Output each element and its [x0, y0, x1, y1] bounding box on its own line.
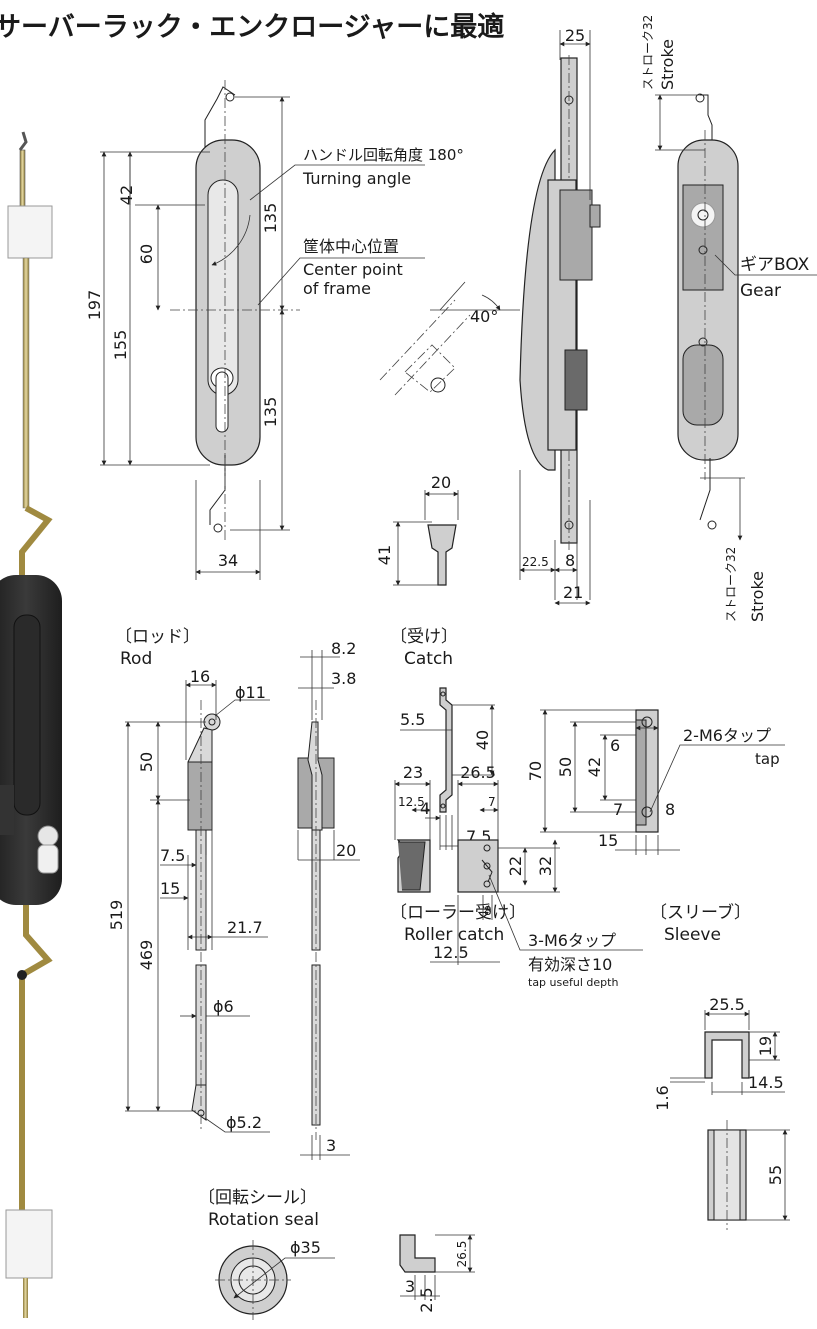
- gear-box-en: Gear: [740, 281, 781, 301]
- rod-label-en: Rod: [120, 649, 152, 669]
- roller-dim-12-5a: 12.5: [398, 795, 425, 809]
- rod-dim-519: 519: [107, 900, 126, 931]
- catch-label-en: Catch: [404, 649, 453, 669]
- rod-dim-3: 3: [326, 1136, 336, 1155]
- catch-dim-15: 15: [598, 831, 618, 850]
- front-dim-34: 34: [218, 551, 238, 570]
- rod-dim-16: 16: [190, 667, 210, 686]
- rod-dim-15: 15: [160, 879, 180, 898]
- seal-dim-phi35: ϕ35: [290, 1238, 321, 1257]
- key-dim-41: 41: [375, 545, 394, 565]
- catch-dim-50: 50: [556, 757, 575, 777]
- catch-drawing: [400, 687, 785, 855]
- turning-angle-jp: ハンドル回転角度 180°: [303, 146, 464, 164]
- sleeve-dim-25-5: 25.5: [709, 995, 745, 1014]
- side-angle-40: 40°: [470, 307, 498, 326]
- seal-label-en: Rotation seal: [208, 1210, 319, 1230]
- sleeve-dim-55: 55: [766, 1165, 785, 1185]
- catch-dim-8: 8: [665, 800, 675, 819]
- catch-tap-jp: 2-M6タップ: [683, 726, 771, 745]
- rod-dim-21-7: 21.7: [227, 918, 263, 937]
- rod-dim-7-5: 7.5: [160, 846, 185, 865]
- center-point-en1: Center point: [303, 260, 403, 279]
- roller-dim-8: 8: [484, 904, 492, 918]
- side-dim-8: 8: [565, 551, 575, 570]
- center-point-jp: 筐体中心位置: [303, 237, 399, 256]
- seal-dim-26-5: 26.5: [455, 1241, 469, 1268]
- front-dim-42: 42: [117, 185, 136, 205]
- sleeve-dim-1-6: 1.6: [653, 1085, 672, 1110]
- front-dim-135a: 135: [261, 203, 280, 234]
- rod-dim-469: 469: [137, 940, 156, 971]
- key-dim-20: 20: [431, 473, 451, 492]
- seal-label-jp: 〔回転シール〕: [198, 1188, 317, 1208]
- center-point-en2: of frame: [303, 279, 371, 298]
- rod-dim-8-2: 8.2: [331, 639, 356, 658]
- product-photo: [0, 131, 62, 1318]
- front-dim-60: 60: [137, 244, 156, 264]
- catch-label-jp: 〔受け〕: [390, 627, 458, 647]
- seal-dim-2-5: 2.5: [417, 1287, 436, 1312]
- roller-tap-jp2: 有効深さ10: [528, 955, 612, 974]
- side-dim-21: 21: [563, 583, 583, 602]
- roller-dim-12-5b: 12.5: [433, 943, 469, 962]
- rod-dim-20: 20: [336, 841, 356, 860]
- roller-dim-23: 23: [403, 763, 423, 782]
- rod-drawing: [125, 650, 360, 1160]
- front-dim-197: 197: [85, 290, 104, 321]
- sleeve-dim-14-5: 14.5: [748, 1073, 784, 1092]
- rotation-seal-drawing: [215, 1234, 475, 1320]
- catch-dim-5-5: 5.5: [400, 710, 425, 729]
- roller-tap-en: tap useful depth: [528, 976, 618, 989]
- rod-dim-phi11: ϕ11: [235, 683, 266, 702]
- front-dim-155: 155: [111, 330, 130, 361]
- side-dim-22-5: 22.5: [522, 555, 549, 569]
- gear-box-jp: ギアBOX: [740, 255, 810, 275]
- side-handle-body: [519, 148, 556, 471]
- front-view: [100, 80, 425, 580]
- catch-tap-en: tap: [755, 750, 780, 768]
- front-dim-135b: 135: [261, 397, 280, 428]
- key-drawing: [393, 490, 459, 586]
- roller-catch-drawing: [394, 780, 643, 965]
- catch-dim-6: 6: [610, 736, 620, 755]
- rear-stroke-top-en: Stroke: [658, 39, 677, 90]
- page-title: サーバーラック・エンクロージャーに最適: [0, 11, 504, 43]
- rear-stroke-top-jp: ストローク32: [641, 15, 655, 90]
- catch-dim-7: 7: [613, 800, 623, 819]
- sleeve-drawing: [670, 1010, 790, 1230]
- rod-label-jp: 〔ロッド〕: [115, 627, 200, 647]
- seal-dim-3: 3: [405, 1277, 415, 1296]
- side-dim-25: 25: [565, 26, 585, 45]
- catch-dim-70: 70: [526, 761, 545, 781]
- rod-dim-phi6: ϕ6: [213, 997, 234, 1016]
- roller-dim-7: 7: [488, 795, 496, 809]
- roller-dim-26-5: 26.5: [460, 763, 496, 782]
- catch-dim-42: 42: [585, 757, 604, 777]
- roller-dim-22: 22: [506, 856, 525, 876]
- rod-dim-phi5-2: ϕ5.2: [226, 1113, 262, 1132]
- sleeve-label-jp: 〔スリーブ〕: [650, 902, 751, 923]
- roller-label-en: Roller catch: [404, 925, 504, 945]
- sleeve-dim-19: 19: [756, 1036, 775, 1056]
- roller-dim-32: 32: [536, 856, 555, 876]
- rod-dim-3-8: 3.8: [331, 669, 356, 688]
- turning-angle-en: Turning angle: [302, 169, 411, 188]
- rear-view: [655, 93, 817, 541]
- side-view: [379, 30, 601, 606]
- rear-stroke-bottom-en: Stroke: [748, 571, 767, 622]
- roller-tap-jp1: 3-M6タップ: [528, 931, 616, 950]
- rod-dim-50: 50: [137, 752, 156, 772]
- sleeve-label-en: Sleeve: [664, 925, 721, 945]
- rear-stroke-bottom-jp: ストローク32: [724, 547, 738, 622]
- catch-dim-40: 40: [473, 730, 492, 750]
